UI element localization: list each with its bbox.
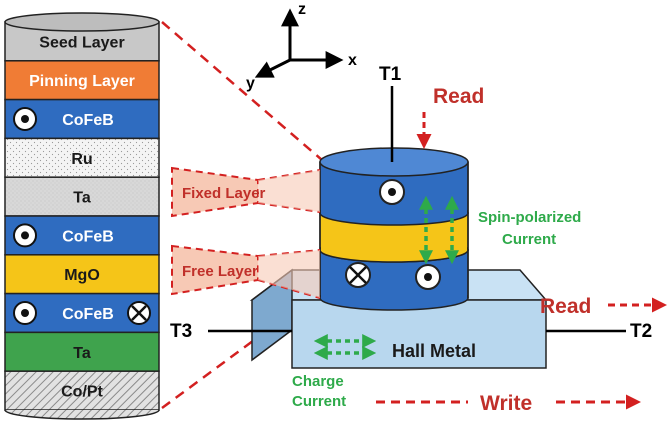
stack-layer-label: CoFeB: [62, 228, 114, 245]
stack-layer-cofeb: CoFeB: [4, 292, 160, 334]
dot-out-icon: [13, 107, 37, 131]
stack-layer-ta: Ta: [4, 176, 160, 217]
stack-layer-co-pt: Co/Pt: [4, 370, 160, 411]
free-layer-label: Free Layer: [182, 263, 258, 280]
stack-layer-ta: Ta: [4, 331, 160, 372]
charge-current-label-2: Current: [292, 393, 346, 410]
coordinate-axes: z x y: [246, 1, 357, 92]
stack-layer-label: Ta: [73, 190, 91, 207]
terminal-t1: T1: [379, 64, 402, 85]
terminal-t2: T2: [630, 321, 652, 342]
stack-layer-label: MgO: [64, 267, 100, 284]
charge-current-arrows: [313, 334, 377, 360]
dot-out-icon: [13, 223, 37, 248]
charge-current-label-1: Charge: [292, 373, 344, 390]
stack-layer-cofeb: CoFeB: [4, 98, 160, 140]
stack-layer-mgo: MgO: [4, 254, 160, 295]
mtj-pillar: [319, 147, 469, 311]
spin-current-label-2: Current: [502, 231, 556, 248]
dot-out-icon: [415, 264, 441, 290]
free-layer-callout: Free Layer: [171, 244, 321, 299]
stack-layer-cofeb: CoFeB: [4, 215, 160, 256]
spin-current-arrows: [419, 195, 459, 265]
terminal-t3: T3: [170, 321, 192, 342]
fixed-layer-callout: Fixed Layer: [171, 166, 321, 218]
stack-layer-label: Ru: [71, 151, 92, 168]
axis-z-label: z: [298, 1, 306, 18]
spin-current-label-1: Spin-polarized: [478, 209, 581, 226]
dot-out-icon: [379, 179, 405, 205]
stack-layer-label: Ta: [73, 345, 91, 362]
cross-in-icon: [127, 301, 151, 325]
axis-x-label: x: [348, 52, 357, 69]
dot-out-icon: [13, 301, 37, 325]
write-label: Write: [480, 392, 532, 415]
pillar-top: [319, 147, 469, 177]
stack-layer-label: Co/Pt: [61, 384, 103, 401]
stack-layer-ru: Ru: [4, 137, 160, 178]
stack-layer-label: Seed Layer: [39, 34, 124, 51]
fixed-layer-label: Fixed Layer: [182, 185, 266, 202]
hall-metal-label: Hall Metal: [392, 341, 476, 361]
read-top-label: Read: [433, 85, 484, 108]
stack-bottom-edge: [4, 409, 160, 420]
stack-top-ellipse: [4, 12, 160, 32]
stack-layer-label: CoFeB: [62, 112, 114, 129]
pillar-magnetization: [345, 179, 441, 290]
read-right-label: Read: [540, 295, 591, 318]
stack-layer-pinning-layer: Pinning Layer: [4, 60, 160, 101]
cross-in-icon: [345, 262, 371, 288]
stack-layer-label: Pinning Layer: [29, 73, 135, 90]
guide-line-top: [161, 21, 323, 161]
stack-layer-label: CoFeB: [62, 306, 114, 323]
axis-y-label: y: [246, 75, 255, 92]
